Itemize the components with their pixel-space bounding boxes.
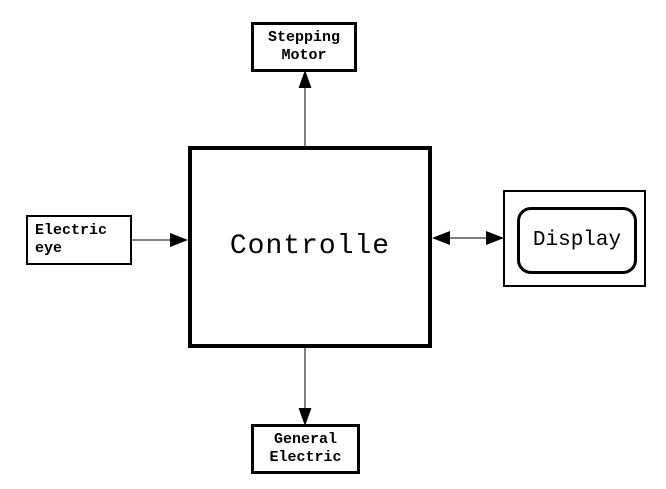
- connector-controller-to-general-electric: [298, 348, 312, 426]
- connector-electric-eye-to-controller: [132, 233, 188, 247]
- node-controller[interactable]: Controlle: [188, 146, 432, 348]
- arrowhead-right-controller: [170, 233, 188, 247]
- node-display[interactable]: Display: [503, 190, 646, 287]
- node-display-screen[interactable]: Display: [517, 207, 637, 274]
- arrowhead-up-stepping-motor: [298, 70, 312, 88]
- node-stepping-motor[interactable]: Stepping Motor: [251, 22, 357, 72]
- arrowhead-right-display: [486, 231, 504, 245]
- node-display-label: Display: [532, 229, 622, 252]
- node-general-electric-label: General Electric: [269, 431, 342, 466]
- node-stepping-motor-label: Stepping Motor: [267, 29, 340, 64]
- node-controller-label: Controlle: [229, 231, 391, 263]
- node-electric-eye[interactable]: Electric eye: [26, 215, 132, 265]
- node-general-electric[interactable]: General Electric: [251, 424, 360, 474]
- node-electric-eye-label: Electric eye: [35, 222, 108, 257]
- arrowhead-left-controller: [432, 231, 450, 245]
- connector-controller-to-stepping-motor: [298, 70, 312, 146]
- connector-controller-to-display: [432, 231, 504, 245]
